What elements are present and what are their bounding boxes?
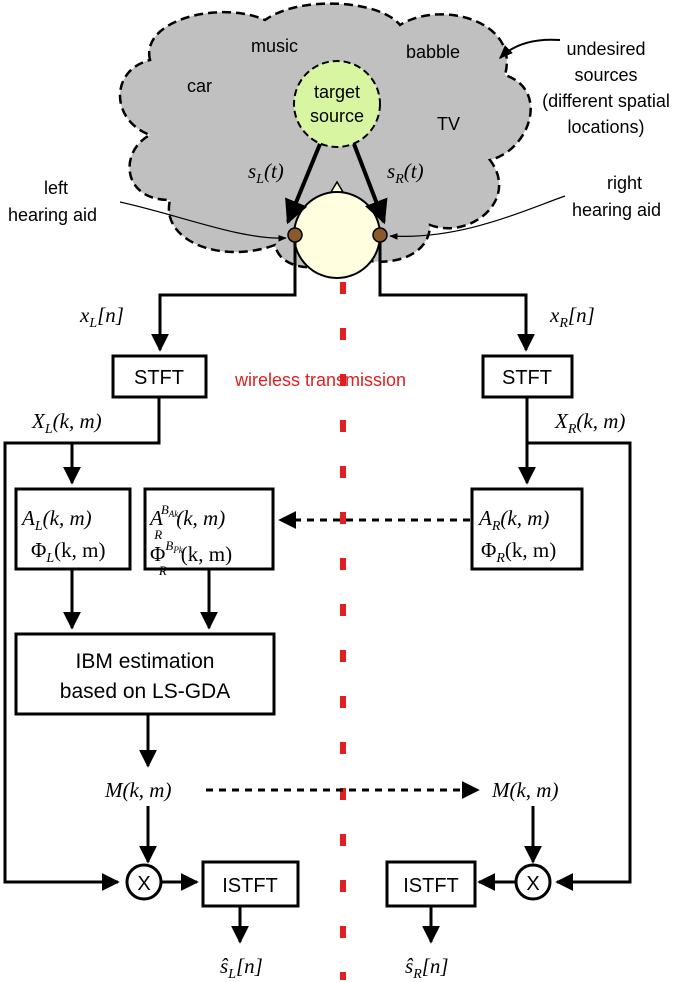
- multiplier-left-label: X: [137, 873, 150, 895]
- left-hearing-aid-label-line1: left: [44, 178, 68, 198]
- left-hearing-aid-pointer: [119, 201, 287, 242]
- right-hearing-aid-label-line1: right: [607, 173, 642, 193]
- right-bypass-line: [527, 441, 632, 891]
- istft-right-box: [385, 860, 477, 908]
- target-source-label-line2: source: [310, 106, 364, 126]
- target-source-label-line1: target: [314, 82, 360, 102]
- ibm-estimation-line1: IBM estimation: [76, 650, 215, 673]
- left-bypass-line: [3, 441, 120, 891]
- left-mic-to-stft-line: [151, 242, 297, 352]
- feature-left-phase: ΦL(k, m): [31, 538, 105, 566]
- feature-right-box: [470, 487, 584, 571]
- signal-sl: sL(t): [248, 159, 284, 187]
- mask-left-label: M(k, m): [104, 778, 171, 802]
- noise-label-tv: TV: [437, 114, 460, 134]
- ibm-estimation-line2: based on LS-GDA: [60, 680, 230, 703]
- noise-label-music: music: [251, 36, 298, 56]
- stft-left-label: STFT: [134, 367, 184, 389]
- undesired-label-line1: undesired: [566, 39, 645, 59]
- stft-right-box: [481, 354, 574, 399]
- multiplier-right-label: X: [526, 873, 539, 895]
- istft-left-label: ISTFT: [222, 875, 278, 897]
- right-hearing-aid-pointer: [389, 195, 566, 240]
- feature-right-phase: ΦR(k, m): [481, 538, 556, 566]
- right-microphone: [372, 227, 388, 243]
- undesired-label-line2: sources: [574, 65, 637, 85]
- source-to-left-ear-arrow: [285, 143, 322, 225]
- right-mic-to-stft-line: [378, 242, 535, 352]
- istft-left-box: [201, 860, 300, 908]
- signal-sr: sR(t): [387, 159, 424, 187]
- label-xr: xR[n]: [549, 303, 595, 331]
- mask-right-label: M(k, m): [491, 778, 558, 802]
- wireless-label: wireless transmission: [234, 370, 406, 390]
- undesired-pointer-arrow: [499, 38, 561, 59]
- noise-label-car: car: [187, 76, 212, 96]
- output-left-label: ŝL[n]: [220, 954, 263, 982]
- left-microphone: [287, 227, 303, 243]
- feature-right-amplitude: AR(k, m): [477, 506, 549, 534]
- left-hearing-aid-label-line2: hearing aid: [8, 205, 97, 225]
- right-hearing-aid-label-line2: hearing aid: [572, 200, 661, 220]
- target-source-circle: [293, 60, 381, 148]
- istft-right-label: ISTFT: [403, 875, 459, 897]
- label-xl: xL[n]: [79, 303, 124, 331]
- noise-label-babble: babble: [406, 42, 460, 62]
- label-XL: XL(k, m): [31, 409, 102, 437]
- left-stft-to-feature-line: [63, 397, 161, 485]
- output-right-label: ŝR[n]: [405, 954, 449, 982]
- label-XR: XR(k, m): [554, 409, 625, 437]
- stft-right-label: STFT: [502, 367, 552, 389]
- undesired-label-line3: (different spatial: [542, 91, 670, 111]
- ibm-estimation-box: [14, 632, 276, 716]
- feature-left-amplitude: AL(k, m): [20, 506, 92, 534]
- undesired-label-line4: locations): [567, 117, 644, 137]
- source-to-right-ear-arrow: [352, 143, 388, 225]
- head-circle: [293, 191, 381, 279]
